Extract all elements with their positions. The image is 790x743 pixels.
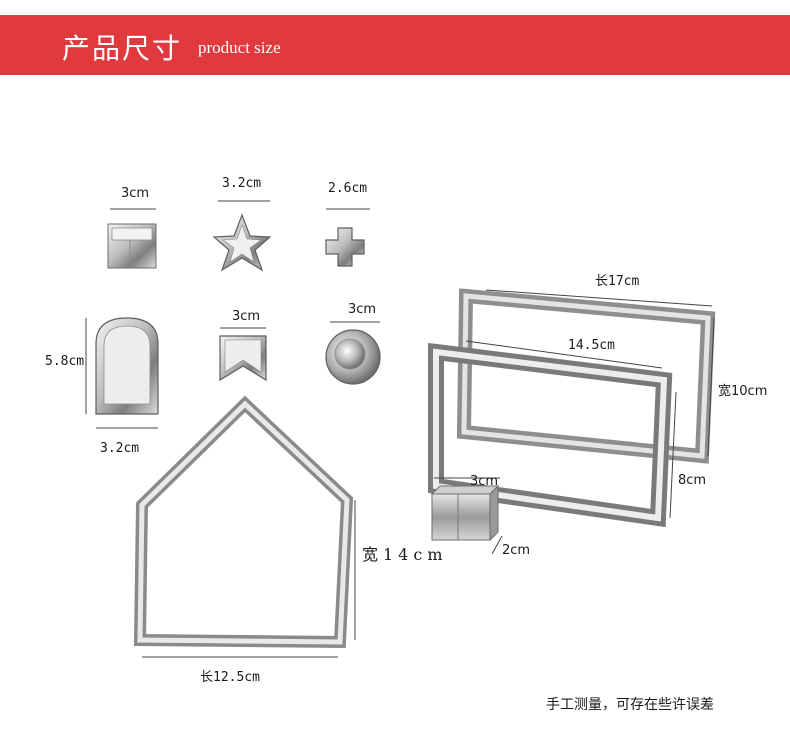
square-width-label: 3cm [121, 186, 150, 201]
small-box-width-label: 3cm [470, 474, 499, 489]
small-box-cutter [430, 484, 500, 542]
flag-width-label: 3cm [232, 309, 261, 324]
circle-width-label: 3cm [348, 302, 377, 317]
star-width-label: 3.2cm [222, 176, 262, 191]
measurement-note: 手工测量，可存在些许误差 [546, 697, 714, 713]
header-title-en: product size [198, 38, 281, 57]
star-cutter [212, 213, 272, 272]
arch-cutter [95, 317, 159, 415]
square-cutter [107, 223, 157, 269]
cross-cutter [325, 227, 365, 267]
house-width-label: 长12.5cm [200, 670, 260, 685]
header-banner: 产品尺寸 product size [0, 15, 790, 75]
mid-rect-length-label: 14.5cm [568, 338, 615, 353]
large-rectangle-cutter [456, 288, 716, 464]
medium-rectangle-cutter [428, 342, 673, 528]
house-height-label: 宽14cm [362, 545, 448, 564]
header-title-zh: 产品尺寸 [62, 32, 183, 65]
arch-height-label: 5.8cm [45, 354, 85, 369]
circle-cutter [325, 329, 381, 385]
rect-height-label: 8cm [678, 473, 707, 488]
big-rect-width-label: 宽10cm [718, 384, 768, 399]
small-box-depth-label: 2cm [502, 543, 531, 558]
flag-cutter [219, 335, 267, 382]
dimension-lines [85, 200, 715, 658]
house-cutter [133, 395, 354, 649]
cross-width-label: 2.6cm [328, 181, 368, 196]
big-rect-length-label: 长17cm [595, 274, 640, 289]
arch-width-label: 3.2cm [100, 441, 140, 456]
